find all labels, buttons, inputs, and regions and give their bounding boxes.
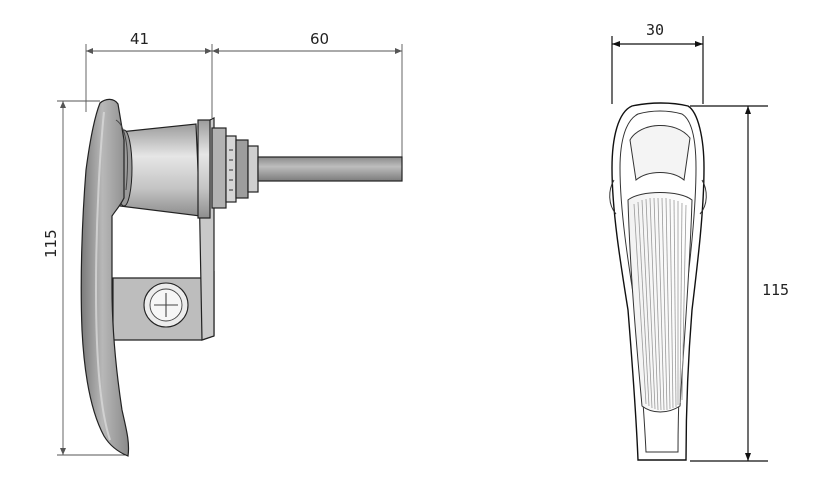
dim-side-height: 115 xyxy=(42,100,128,456)
dim-front-width: 30 xyxy=(611,21,704,104)
side-view: 41 60 115 xyxy=(42,30,403,457)
dim-front-height: 115 xyxy=(690,105,789,462)
dim-41-label: 41 xyxy=(130,30,149,48)
grip-ribs xyxy=(633,197,687,411)
lock-barrel xyxy=(115,119,211,219)
square-shaft xyxy=(257,156,403,182)
handle-front xyxy=(609,102,707,461)
l-handle xyxy=(80,98,130,457)
dim-115-front-label: 115 xyxy=(762,281,789,299)
dim-handle-width: 41 xyxy=(85,30,213,118)
screw-icon xyxy=(143,282,189,328)
dim-shaft-length: 60 xyxy=(212,30,403,160)
lock-nut xyxy=(211,127,259,209)
dim-30-label: 30 xyxy=(646,21,664,39)
front-view: 30 115 xyxy=(609,21,789,462)
dim-115-side-label: 115 xyxy=(42,229,60,258)
dim-60-label: 60 xyxy=(310,30,329,48)
